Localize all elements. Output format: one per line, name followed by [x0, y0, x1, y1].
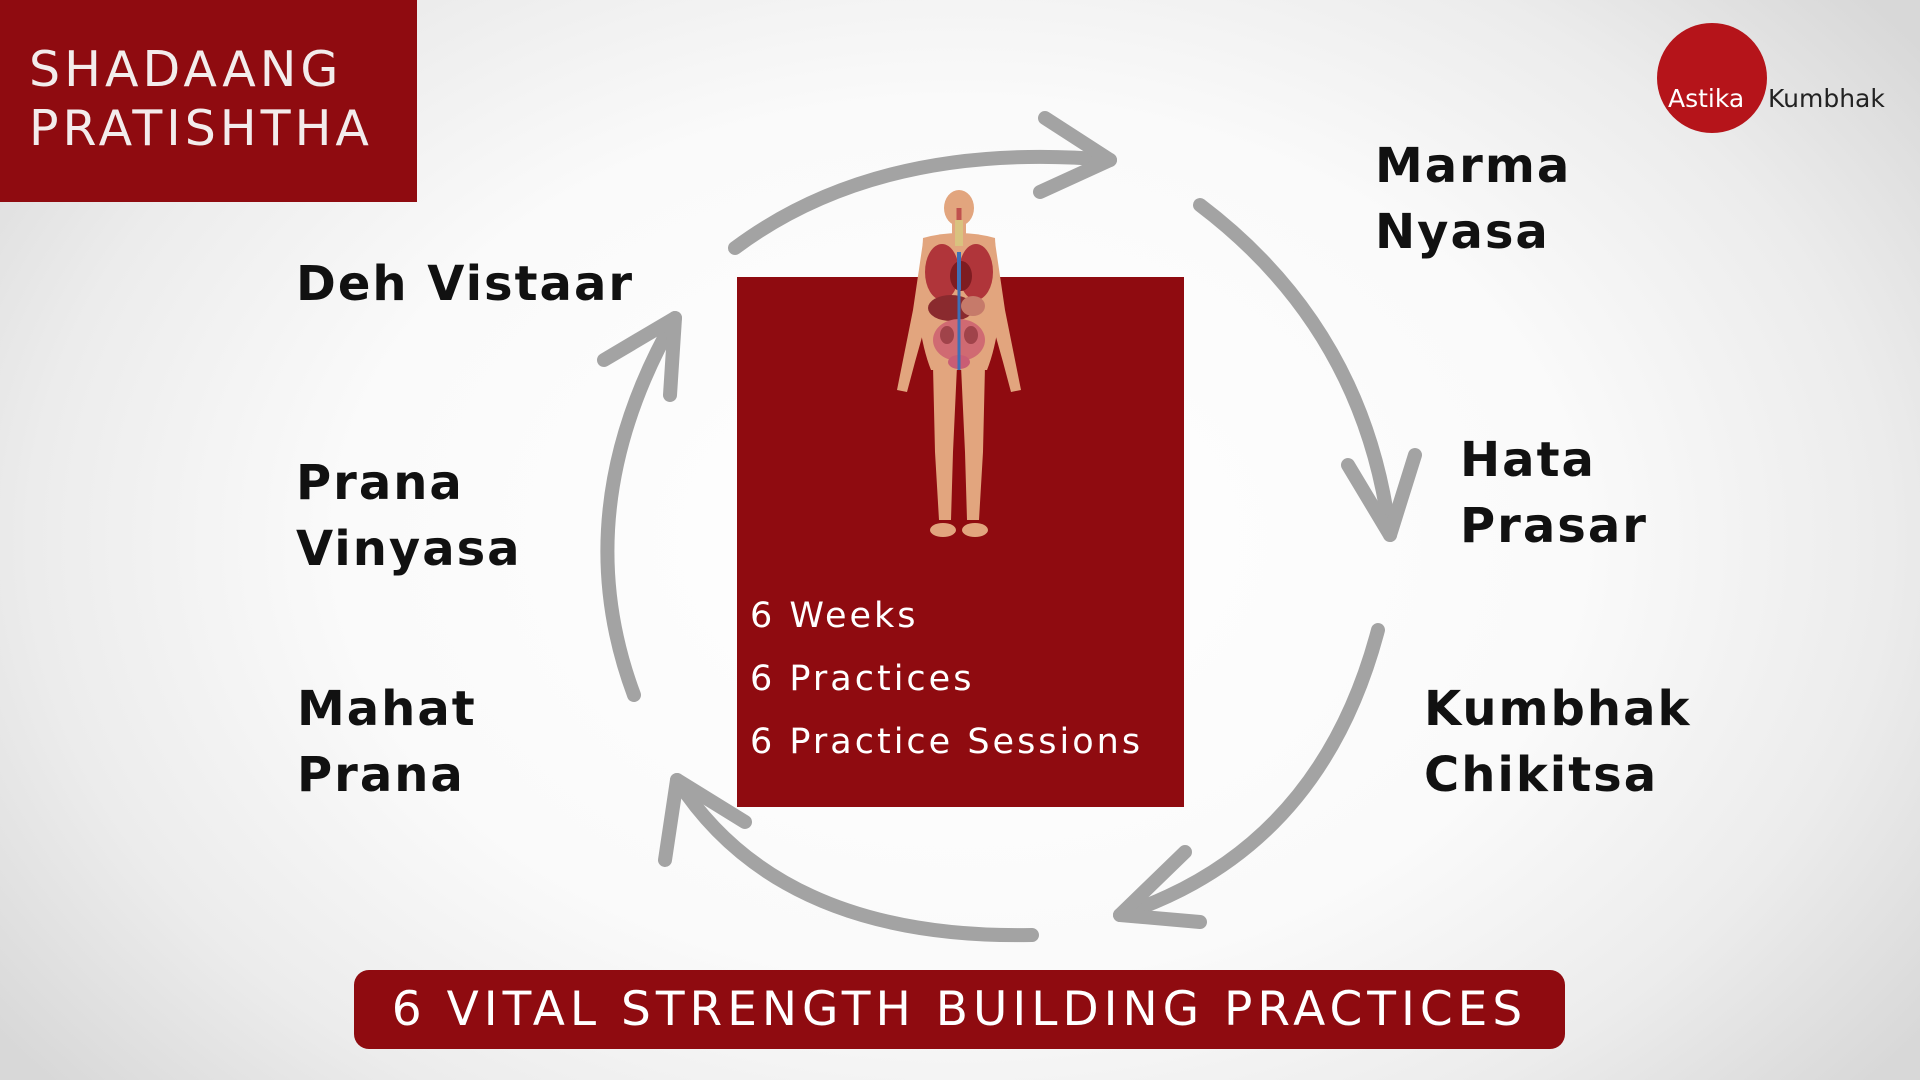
human-anatomy-figure: [887, 190, 1031, 542]
anatomy-icon: [897, 190, 1021, 537]
step-marma-nyasa: Marma Nyasa: [1375, 133, 1571, 265]
arrow-bottom-right-head: [1113, 845, 1207, 929]
step-label-line: Vinyasa: [296, 521, 522, 577]
arrow-top-head: [1033, 111, 1117, 199]
logo-text-astika: Astika: [1668, 84, 1745, 113]
step-label-line: Kumbhak: [1424, 681, 1692, 737]
logo-circle: [1657, 23, 1767, 133]
arrow-bottom-left-head: [658, 773, 752, 867]
title-line-2: PRATISHTHA: [29, 100, 373, 157]
arrow-right: [1193, 198, 1397, 542]
title-box: SHADAANG PRATISHTHA: [0, 0, 417, 202]
step-label-line: Prana: [296, 455, 464, 511]
step-label-line: Mahat: [297, 681, 477, 737]
step-label-line: Marma: [1375, 138, 1572, 194]
title-line-1: SHADAANG: [29, 41, 343, 98]
step-label-line: Hata: [1460, 432, 1596, 488]
stat-weeks: 6 Weeks: [750, 596, 919, 636]
bottom-banner: 6 VITAL STRENGTH BUILDING PRACTICES: [354, 970, 1565, 1049]
step-label-line: Nyasa: [1375, 204, 1550, 260]
step-hata-prasar: Hata Prasar: [1460, 427, 1648, 559]
step-label-line: Chikitsa: [1424, 747, 1659, 803]
arrow-left-head: [597, 311, 682, 402]
step-prana-vinyasa: Prana Vinyasa: [296, 450, 522, 582]
stat-sessions: 6 Practice Sessions: [750, 722, 1144, 762]
stat-practices: 6 Practices: [750, 659, 975, 699]
step-kumbhak-chikitsa: Kumbhak Chikitsa: [1424, 676, 1691, 808]
step-mahat-prana: Mahat Prana: [297, 676, 477, 808]
arrow-bottom-right: [1113, 623, 1385, 922]
step-deh-vistaar: Deh Vistaar: [296, 251, 634, 317]
arrow-left: [600, 311, 682, 702]
logo-text-kumbhak: Kumbhak: [1768, 84, 1885, 113]
arrow-right-head: [1341, 448, 1422, 542]
step-label-line: Prasar: [1460, 498, 1648, 554]
step-label-line: Prana: [297, 747, 465, 803]
center-stats: 6 Weeks 6 Practices 6 Practice Sessions: [750, 590, 1143, 779]
step-label-line: Deh Vistaar: [296, 256, 635, 312]
arrow-top: [728, 149, 1117, 255]
arrow-bottom-left: [670, 773, 1039, 943]
